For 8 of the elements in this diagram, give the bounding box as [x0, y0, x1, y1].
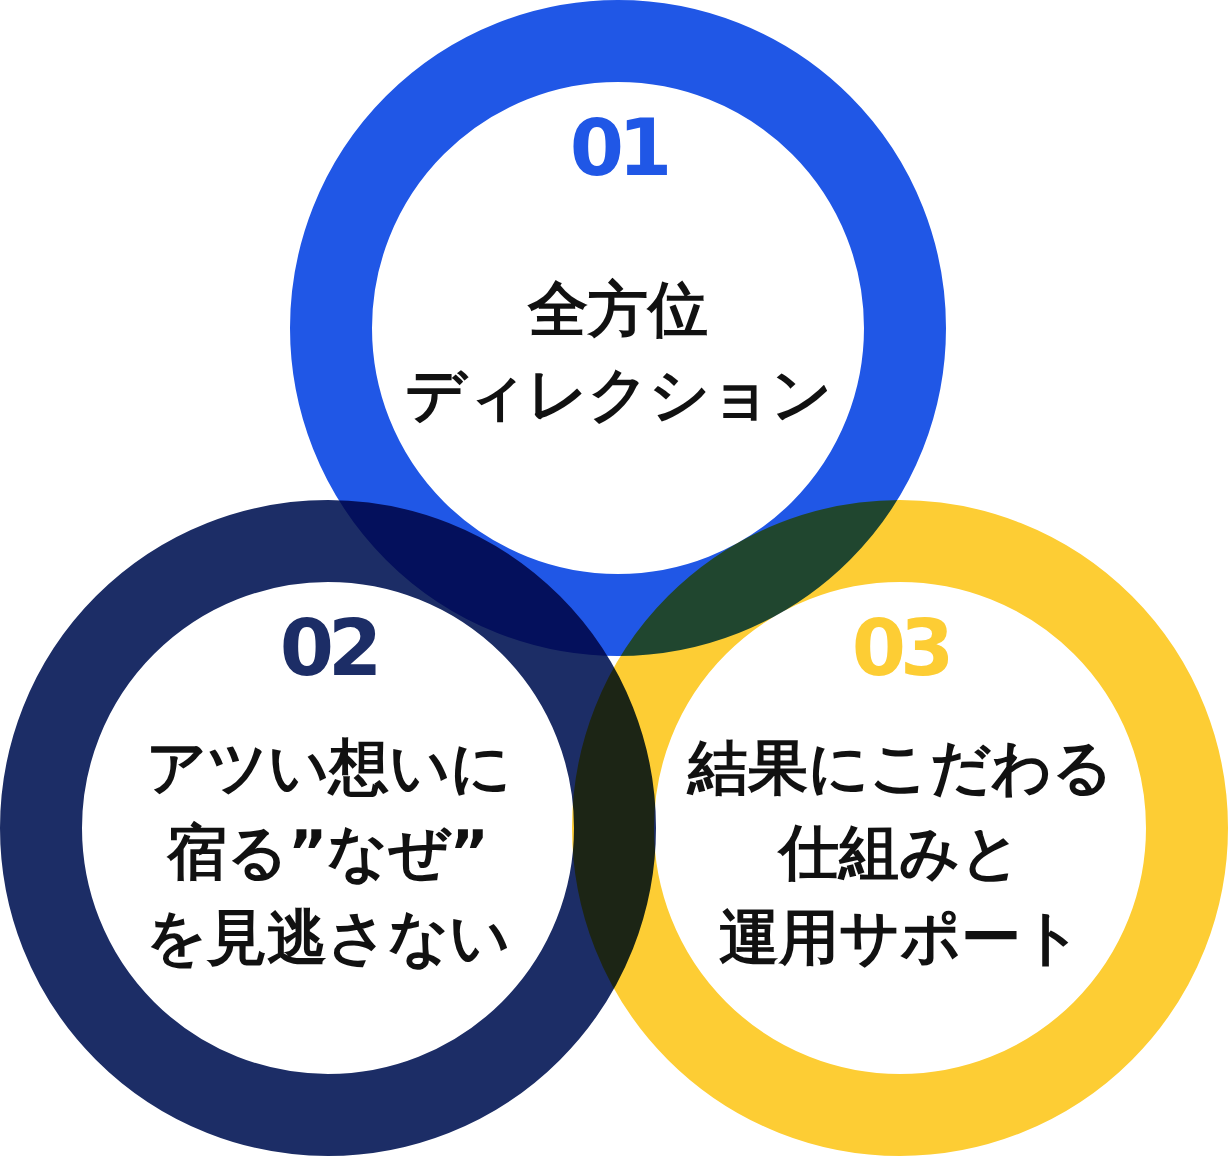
- ring-heading: アツい想いに宿る”なぜ”を見逃さない: [145, 730, 511, 974]
- step-number: 01: [569, 109, 667, 187]
- ring-heading: 結果にこだわる仕組みと運用サポート: [687, 730, 1113, 974]
- step-number: 03: [851, 609, 949, 687]
- ring: [572, 500, 1228, 1156]
- ring: [0, 500, 656, 1156]
- step-number: 02: [279, 609, 377, 687]
- ring-heading: 全方位ディレクション: [404, 273, 832, 431]
